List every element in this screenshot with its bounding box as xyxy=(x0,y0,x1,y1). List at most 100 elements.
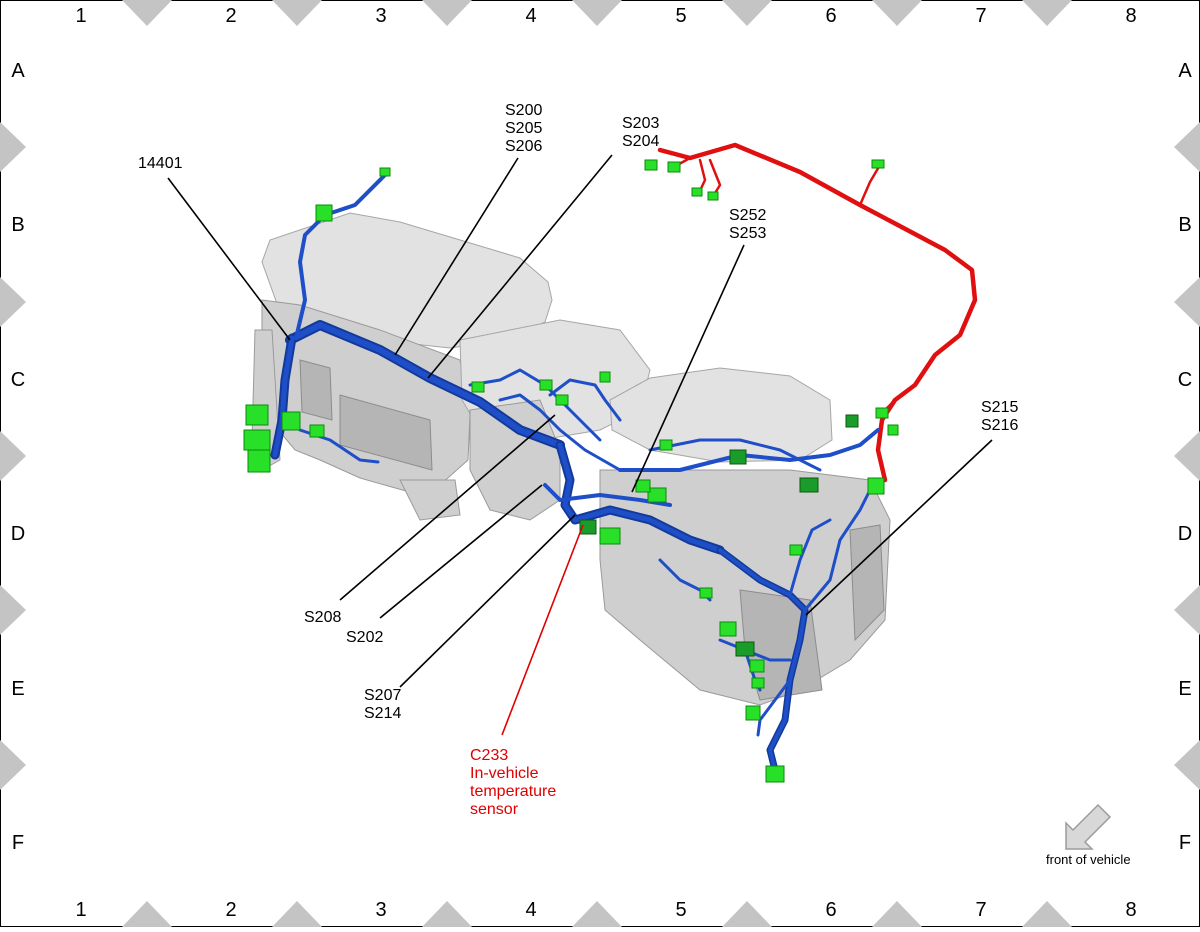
connector xyxy=(644,159,658,171)
label-s253: S253 xyxy=(729,225,766,242)
arrow-down-left-icon xyxy=(1065,803,1112,850)
leader-s203 xyxy=(427,154,613,379)
connector xyxy=(845,414,859,428)
connector xyxy=(245,404,269,426)
grid-row-e-right: E xyxy=(1178,678,1191,700)
connector xyxy=(799,477,819,493)
orientation-indicator: front of vehicle xyxy=(1046,803,1131,867)
connector xyxy=(719,621,737,637)
connector xyxy=(875,407,889,419)
connector xyxy=(789,544,803,556)
connector xyxy=(599,371,611,383)
grid-col-5-bottom: 5 xyxy=(675,899,686,921)
label-c233: C233 xyxy=(470,747,508,764)
grid-row-c-right: C xyxy=(1178,369,1192,391)
label-s203: S203 xyxy=(622,115,659,132)
connector xyxy=(887,424,899,436)
grid-col-7: 7 xyxy=(975,5,986,27)
connector xyxy=(729,449,747,465)
connectors xyxy=(243,159,899,783)
label-c233-line4: sensor xyxy=(470,801,519,818)
grid-col-6: 6 xyxy=(825,5,836,27)
label-s207: S207 xyxy=(364,687,401,704)
connector xyxy=(667,161,681,173)
connector xyxy=(707,191,719,201)
connector xyxy=(745,705,761,721)
label-s205: S205 xyxy=(505,120,542,137)
label-s208: S208 xyxy=(304,609,341,626)
grid-row-a: A xyxy=(11,60,25,82)
grid-row-f: F xyxy=(12,832,24,854)
connector xyxy=(735,641,755,657)
label-s206: S206 xyxy=(505,138,542,155)
connector xyxy=(379,167,391,177)
leader-s215 xyxy=(805,439,993,616)
connector xyxy=(691,187,703,197)
callout-labels: 14401 S200 S205 S206 S203 S204 S252 S253… xyxy=(138,102,1018,818)
connector xyxy=(315,204,333,222)
connector xyxy=(659,439,673,451)
leader-s208 xyxy=(339,414,556,601)
label-s214: S214 xyxy=(364,705,401,722)
leader-c233 xyxy=(501,524,584,736)
leader-s252 xyxy=(631,244,745,493)
frame-markers-vertical xyxy=(0,122,1200,790)
grid-col-2: 2 xyxy=(225,5,236,27)
connector xyxy=(751,677,765,689)
grid-row-c: C xyxy=(11,369,25,391)
connector xyxy=(309,424,325,438)
connector xyxy=(247,449,271,473)
leader-s207 xyxy=(399,514,576,688)
front-of-vehicle-label: front of vehicle xyxy=(1046,852,1131,867)
connector xyxy=(765,765,785,783)
left-panel-recess xyxy=(339,394,433,471)
leader-s202 xyxy=(379,484,543,619)
label-s202: S202 xyxy=(346,629,383,646)
grid-column-labels-bottom: 1 2 3 4 5 6 7 8 xyxy=(75,899,1136,921)
grid-row-d: D xyxy=(11,523,25,545)
grid-row-d-right: D xyxy=(1178,523,1192,545)
grid-row-e: E xyxy=(11,678,24,700)
grid-col-8: 8 xyxy=(1125,5,1136,27)
connector xyxy=(471,381,485,393)
left-floor-bracket xyxy=(399,479,461,521)
label-s200: S200 xyxy=(505,102,542,119)
grid-row-labels-right: A B C D E F xyxy=(1178,60,1193,854)
connector xyxy=(699,587,713,599)
grid-row-f-right: F xyxy=(1179,832,1191,854)
connector xyxy=(579,519,597,535)
right-cluster-hood xyxy=(609,367,833,463)
grid-col-6-bottom: 6 xyxy=(825,899,836,921)
grid-col-2-bottom: 2 xyxy=(225,899,236,921)
grid-col-4: 4 xyxy=(525,5,536,27)
label-c233-line3: temperature xyxy=(470,783,556,800)
label-14401: 14401 xyxy=(138,155,183,172)
connector xyxy=(635,479,651,493)
left-panel-vent xyxy=(299,359,333,421)
grid-col-7-bottom: 7 xyxy=(975,899,986,921)
grid-row-labels-left: A B C D E F xyxy=(11,60,26,854)
grid-col-5: 5 xyxy=(675,5,686,27)
grid-col-3-bottom: 3 xyxy=(375,899,386,921)
grid-row-a-right: A xyxy=(1178,60,1192,82)
connector xyxy=(867,477,885,495)
grid-row-b: B xyxy=(11,214,24,236)
grid-col-1-bottom: 1 xyxy=(75,899,86,921)
connector xyxy=(243,429,271,451)
label-s252: S252 xyxy=(729,207,766,224)
connector xyxy=(647,487,667,503)
connector xyxy=(281,411,301,431)
label-s204: S204 xyxy=(622,133,659,150)
frame-markers-horizontal xyxy=(122,0,1072,927)
connector xyxy=(555,394,569,406)
leader-s200 xyxy=(394,157,519,356)
connector xyxy=(749,659,765,673)
grid-col-8-bottom: 8 xyxy=(1125,899,1136,921)
grid-col-4-bottom: 4 xyxy=(525,899,536,921)
grid-col-1: 1 xyxy=(75,5,86,27)
leader-14401 xyxy=(167,177,291,341)
right-lower-panel xyxy=(599,469,891,706)
label-c233-line2: In-vehicle xyxy=(470,765,539,782)
